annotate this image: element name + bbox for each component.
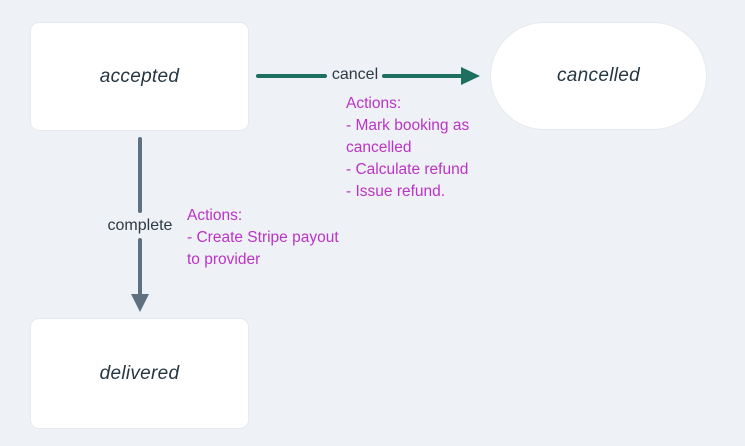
complete-edge-line-top [138,137,142,213]
node-accepted: accepted [30,22,249,131]
annotation-line: to provider [187,251,261,268]
cancel-edge-line-left [256,74,327,78]
node-delivered-label: delivered [99,362,180,384]
arrowhead-down-icon [131,294,149,312]
node-delivered: delivered [30,318,249,429]
cancel-edge-label: cancel [331,66,379,83]
cancel-edge-line-right [382,74,462,78]
cancel-actions-annotation: Actions: - Mark booking as cancelled - C… [346,93,486,203]
annotation-line: Actions: [187,207,243,224]
node-accepted-label: accepted [99,65,180,87]
complete-edge-label: complete [107,217,173,234]
complete-actions-annotation: Actions: - Create Stripe payout to provi… [187,205,357,271]
annotation-line: cancelled [346,139,412,156]
annotation-line: - Issue refund. [346,183,446,200]
node-cancelled: cancelled [490,22,707,130]
annotation-line: - Calculate refund [346,161,469,178]
complete-edge-line-bottom [138,238,142,295]
arrowhead-right-icon [461,67,480,85]
annotation-line: Actions: [346,95,402,112]
annotation-line: - Mark booking as [346,117,470,134]
annotation-line: - Create Stripe payout [187,229,339,246]
node-cancelled-label: cancelled [557,65,640,86]
